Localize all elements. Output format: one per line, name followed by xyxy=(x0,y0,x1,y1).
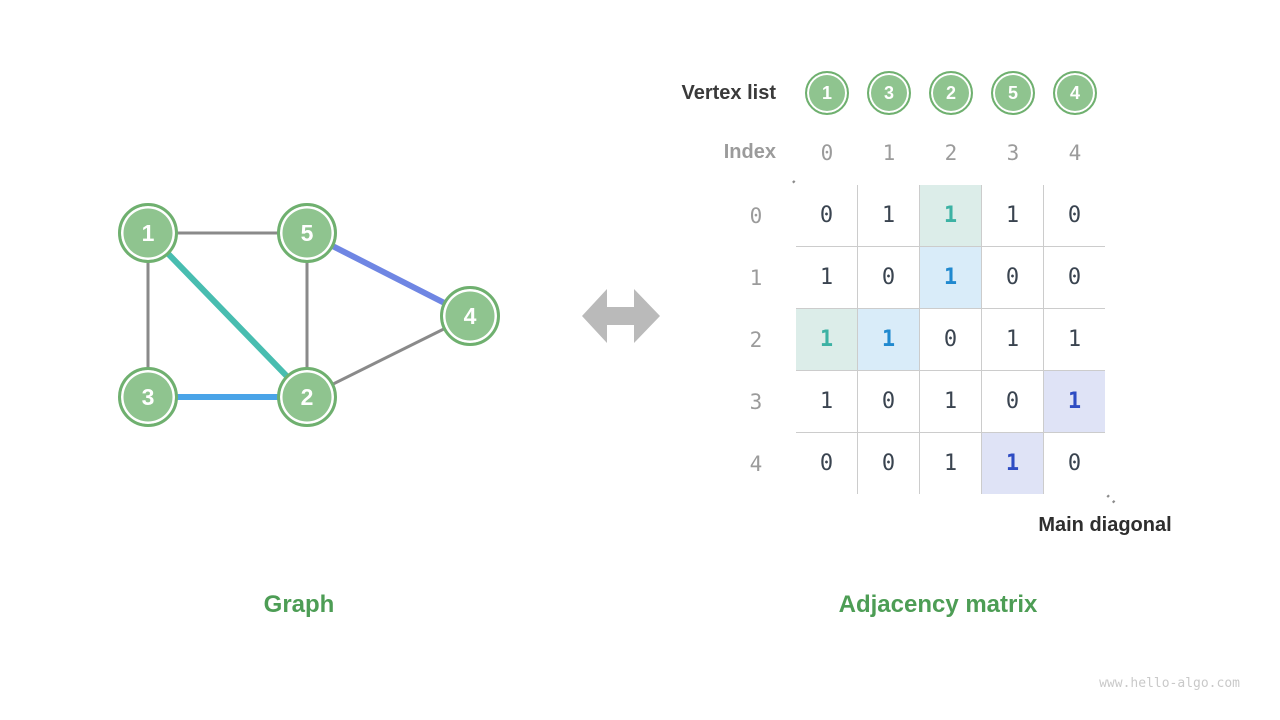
vertex-list-label: Vertex list xyxy=(681,82,776,104)
matrix-cell-4-2: 1 xyxy=(920,433,981,494)
matrix-cell-0-0: 0 xyxy=(796,185,857,246)
vertex-list-item-5: 5 xyxy=(991,71,1035,115)
row-index-4: 4 xyxy=(749,452,763,476)
watermark: www.hello-algo.com xyxy=(1099,676,1240,691)
vertex-list-item-4: 4 xyxy=(1053,71,1097,115)
col-index-1: 1 xyxy=(882,141,896,165)
matrix-cell-1-0: 1 xyxy=(796,247,857,308)
matrix-cell-0-2: 1 xyxy=(920,185,981,246)
matrix-cell-2-3: 1 xyxy=(982,309,1043,370)
row-index-2: 2 xyxy=(749,328,763,352)
matrix-cell-4-3: 1 xyxy=(982,433,1043,494)
graph-vertex-3: 3 xyxy=(118,367,178,427)
matrix-cell-3-0: 1 xyxy=(796,371,857,432)
matrix-cell-2-2: 0 xyxy=(920,309,981,370)
vertex-list-item-3: 3 xyxy=(867,71,911,115)
graph-vertex-5: 5 xyxy=(277,203,337,263)
row-index-0: 0 xyxy=(749,204,763,228)
matrix-cell-0-3: 1 xyxy=(982,185,1043,246)
matrix-cell-4-0: 0 xyxy=(796,433,857,494)
matrix-cell-3-4: 1 xyxy=(1044,371,1105,432)
matrix-cell-3-3: 0 xyxy=(982,371,1043,432)
col-index-2: 2 xyxy=(944,141,958,165)
matrix-cell-0-4: 0 xyxy=(1044,185,1105,246)
main-diagonal-label: Main diagonal xyxy=(1038,514,1172,536)
row-index-3: 3 xyxy=(749,390,763,414)
matrix-cell-3-2: 1 xyxy=(920,371,981,432)
graph-vertex-2: 2 xyxy=(277,367,337,427)
graph-vertex-1: 1 xyxy=(118,203,178,263)
graph-edge-1-2 xyxy=(145,230,310,400)
col-index-0: 0 xyxy=(820,141,834,165)
vertex-list-item-1: 1 xyxy=(805,71,849,115)
col-index-4: 4 xyxy=(1068,141,1082,165)
index-label: Index xyxy=(723,141,776,163)
matrix-cell-1-2: 1 xyxy=(920,247,981,308)
matrix-cell-1-1: 0 xyxy=(858,247,919,308)
graph-vertex-4: 4 xyxy=(440,286,500,346)
matrix-cell-2-0: 1 xyxy=(796,309,857,370)
matrix-cell-1-4: 0 xyxy=(1044,247,1105,308)
row-index-1: 1 xyxy=(749,266,763,290)
matrix-cell-1-3: 0 xyxy=(982,247,1043,308)
matrix-cell-2-1: 1 xyxy=(858,309,919,370)
adjacency-matrix-caption: Adjacency matrix xyxy=(838,591,1038,618)
matrix-cell-3-1: 0 xyxy=(858,371,919,432)
matrix-cell-2-4: 1 xyxy=(1044,309,1105,370)
matrix-cell-4-1: 0 xyxy=(858,433,919,494)
vertex-list-item-2: 2 xyxy=(929,71,973,115)
graph-caption: Graph xyxy=(263,591,335,618)
col-index-3: 3 xyxy=(1006,141,1020,165)
double-arrow-icon xyxy=(582,289,660,343)
matrix-cell-4-4: 0 xyxy=(1044,433,1105,494)
matrix-cell-0-1: 1 xyxy=(858,185,919,246)
